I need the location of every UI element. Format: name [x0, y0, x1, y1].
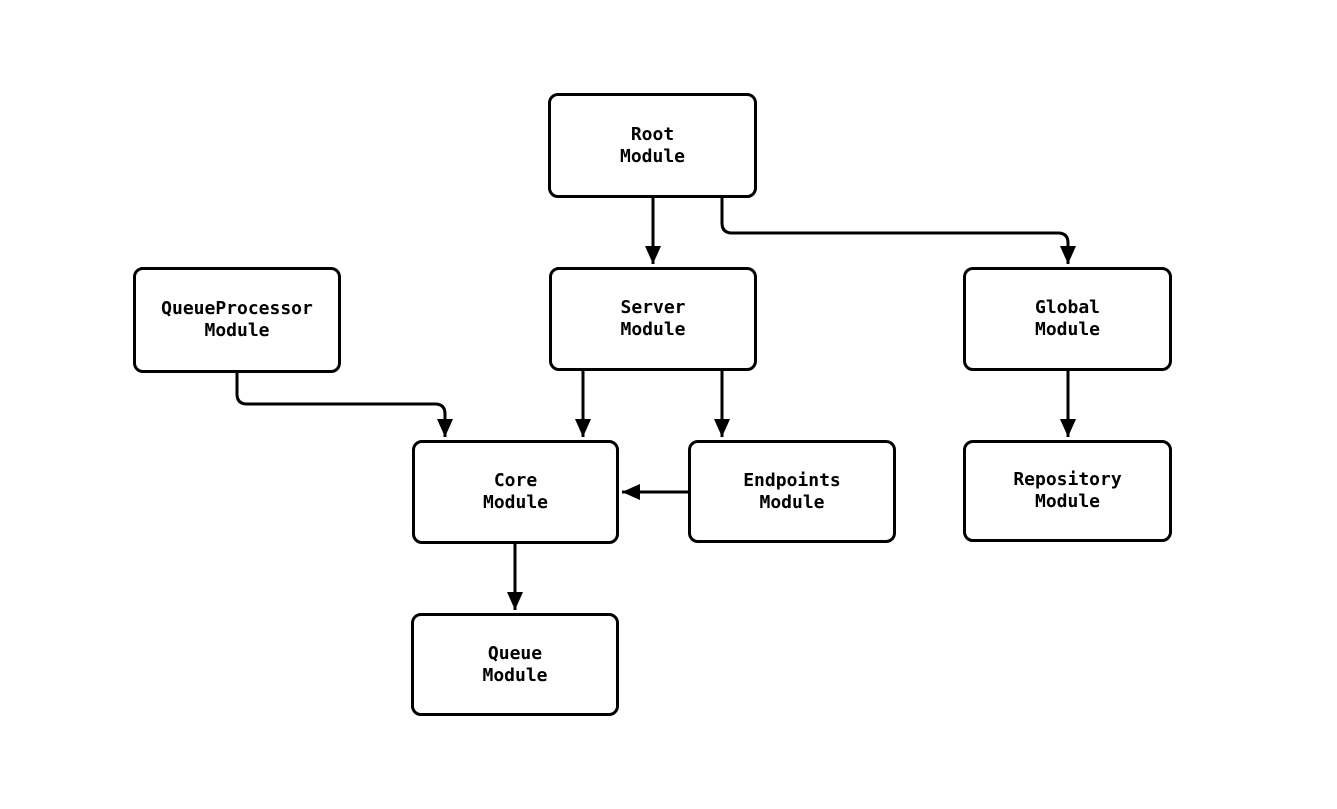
edge-root-to-global	[720, 198, 1076, 264]
node-server-module-label-line2: Module	[620, 319, 686, 340]
node-queueprocessor-module-label-line2: Module	[204, 320, 270, 341]
node-endpoints-module-label-line1: Endpoints	[743, 469, 841, 491]
node-root-module: Root Module	[548, 93, 757, 198]
node-core-module-label-line1: Core	[493, 470, 538, 491]
edge-queueprocessor-to-core	[235, 373, 453, 437]
node-core-module: Core Module	[412, 440, 619, 544]
node-endpoints-module: Endpoints Module	[688, 440, 896, 543]
node-repository-module-label-line1: Repository	[1013, 469, 1122, 490]
node-queueprocessor-module: QueueProcessor Module	[133, 267, 341, 373]
node-queue-module-label-line2: Module	[482, 664, 548, 686]
node-server-module-label-line1: Server	[620, 297, 686, 318]
node-queue-module: Queue Module	[411, 613, 619, 716]
node-queueprocessor-module-label-line1: QueueProcessor	[161, 298, 313, 319]
node-global-module: Global Module	[963, 267, 1172, 371]
node-repository-module: Repository Module	[963, 440, 1172, 542]
node-root-module-label-line2: Module	[619, 145, 686, 167]
node-repository-module-label-line2: Module	[1034, 491, 1101, 512]
node-server-module: Server Module	[549, 267, 757, 371]
node-endpoints-module-label-line2: Module	[759, 491, 825, 513]
node-root-module-label-line1: Root	[630, 123, 675, 145]
node-queue-module-label-line1: Queue	[487, 642, 543, 664]
node-global-module-label-line2: Module	[1034, 319, 1101, 340]
node-core-module-label-line2: Module	[482, 492, 549, 513]
node-global-module-label-line1: Global	[1034, 297, 1101, 318]
